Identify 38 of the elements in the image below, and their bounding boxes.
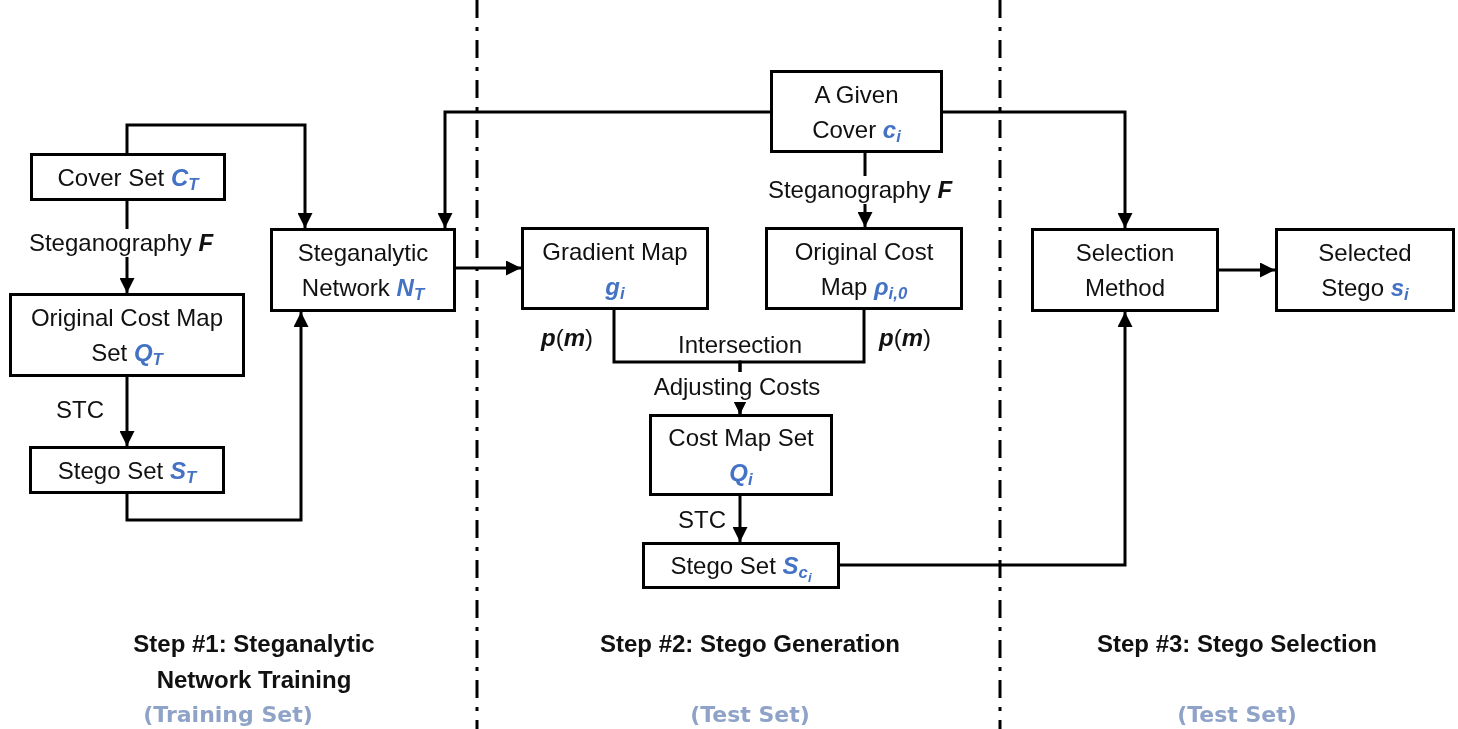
arrow [125, 123, 313, 228]
arrow [732, 496, 748, 542]
node-label: Gradient Map g$_{i}$ [541, 236, 689, 304]
node-label: Selected Stego s$_{i}$ [1317, 238, 1413, 305]
step-caption: Step #3: Stego Selection [1095, 629, 1379, 659]
dataset-note: (Test Set) [690, 701, 810, 729]
process-box [270, 228, 456, 312]
arrow [437, 110, 770, 228]
node-label: Cost Map Set Q$_{i}$ [667, 423, 815, 490]
arrow [732, 310, 866, 414]
process-box [649, 414, 833, 496]
arrow [456, 260, 521, 276]
process-box [29, 446, 225, 494]
node-label: Cover Set C$_{T}$ [57, 162, 199, 195]
dataset-note: (Training Set) [143, 701, 313, 729]
process-box [30, 153, 226, 201]
process-box [642, 542, 840, 589]
node-label: Steganalytic Network N$_{T}$ [296, 238, 430, 305]
arrow [125, 312, 309, 522]
process-box [1031, 228, 1219, 312]
step-caption: Step #2: Stego Generation [598, 629, 902, 659]
node-label: Original Cost Map Set Q$_{T}$ [29, 303, 225, 370]
arrow [119, 377, 135, 446]
node-label: Stego Set S$_{T}$ [57, 455, 197, 488]
annotation-text: Adjusting Costs [651, 372, 823, 402]
node-label: Original Cost Map ρ$_{i,0}$ [793, 236, 935, 304]
step-caption: Step #1: Steganalytic Network Training [132, 629, 376, 695]
dataset-note: (Test Set) [1177, 701, 1297, 729]
process-box [765, 227, 963, 310]
arrow [840, 312, 1133, 567]
process-box [770, 70, 943, 153]
node-label: A Given Cover c$_{i}$ [811, 79, 902, 147]
process-box [521, 227, 709, 310]
process-box [9, 293, 245, 377]
process-box [1275, 228, 1455, 312]
arrow [943, 110, 1133, 228]
node-label: Selection Method [1074, 238, 1176, 303]
arrow [1219, 262, 1275, 278]
